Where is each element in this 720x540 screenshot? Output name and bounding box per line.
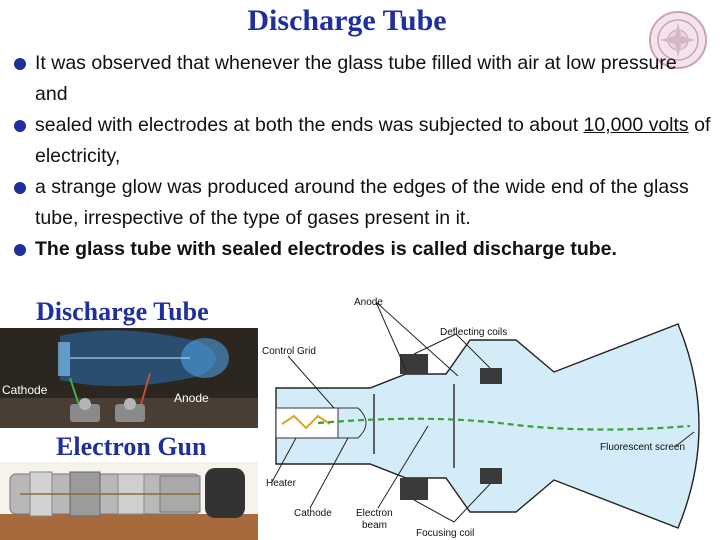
bullet-list: It was observed that whenever the glass … (14, 48, 714, 265)
bullet-item-2: sealed with electrodes at both the ends … (14, 110, 714, 172)
bullet-dot-icon (14, 120, 26, 132)
diagram-label-heater: Heater (266, 478, 297, 489)
slide-title: Discharge Tube (247, 4, 447, 37)
university-seal (649, 11, 707, 69)
bullet-text: It was observed that whenever the glass … (35, 52, 677, 105)
voltage-phrase: 10,000 volts (583, 114, 689, 136)
diagram-label-electron: Electron (356, 508, 393, 519)
diagram-label-deflecting-coils: Deflecting coils (440, 327, 507, 338)
diagram-label-beam: beam (362, 520, 387, 531)
bullet-item-4: The glass tube with sealed electrodes is… (14, 234, 714, 265)
bullet-item-1: It was observed that whenever the glass … (14, 48, 714, 110)
electron-gun-photo (0, 462, 258, 540)
crt-diagram: Anode Deflecting coils Control Grid Fluo… (258, 276, 720, 540)
section-label-electron-gun: Electron Gun (56, 432, 207, 461)
bullet-text-tail: of electricity, (35, 114, 711, 167)
photo-label-anode: Anode (174, 391, 209, 405)
photo-label-cathode: Cathode (2, 383, 48, 397)
diagram-label-focusing-coil: Focusing coil (416, 528, 474, 539)
bullet-text: a strange glow was produced around the e… (35, 176, 689, 229)
bullet-dot-icon (14, 58, 26, 70)
diagram-label-fluorescent-screen: Fluorescent screen (600, 442, 685, 453)
bullet-text: The glass tube with sealed electrodes is… (35, 238, 617, 260)
bullet-item-3: a strange glow was produced around the e… (14, 172, 714, 234)
discharge-tube-photo: Cathode Anode (0, 328, 258, 428)
diagram-label-cathode: Cathode (294, 508, 332, 519)
diagram-label-anode: Anode (354, 297, 383, 308)
bullet-dot-icon (14, 244, 26, 256)
bullet-dot-icon (14, 182, 26, 194)
diagram-label-control-grid: Control Grid (262, 346, 316, 357)
section-label-discharge-tube: Discharge Tube (36, 297, 209, 326)
bullet-text: sealed with electrodes at both the ends … (35, 114, 579, 136)
